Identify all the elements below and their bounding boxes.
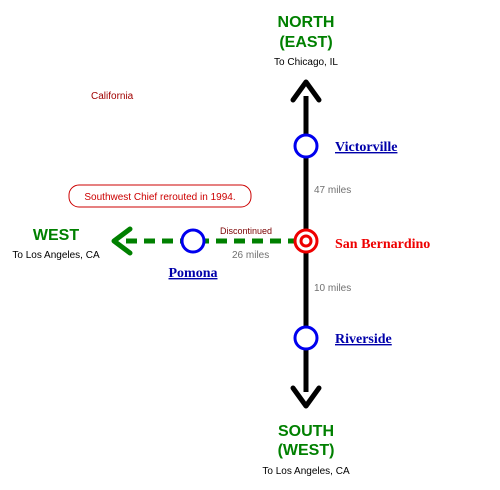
station-label-san-bernardino: San Bernardino	[335, 237, 430, 252]
station-link-riverside[interactable]: Riverside	[335, 332, 392, 347]
distance-san-bernardino-riverside: 10 miles	[314, 283, 351, 294]
west-title: WEST	[33, 227, 79, 244]
north-destination: To Chicago, IL	[274, 57, 338, 68]
riverside-station-icon	[293, 325, 319, 351]
victorville-station-icon	[293, 133, 319, 159]
west-destination: To Los Angeles, CA	[12, 250, 100, 261]
distance-san-bernardino-pomona: 26 miles	[232, 250, 269, 261]
note-box	[68, 184, 252, 208]
south-destination: To Los Angeles, CA	[262, 466, 350, 477]
discontinued-label: Discontinued	[220, 226, 272, 236]
south-subtitle-west: (WEST)	[278, 442, 335, 459]
region-label: California	[91, 91, 134, 102]
pomona-station-icon	[180, 228, 206, 254]
san-bernardino-station-icon	[293, 228, 319, 254]
north-title: NORTH	[278, 14, 335, 31]
distance-victorville-san-bernardino: 47 miles	[314, 185, 351, 196]
reroute-note: Southwest Chief rerouted in 1994.	[84, 192, 235, 203]
station-link-victorville[interactable]: Victorville	[335, 140, 397, 155]
north-subtitle-east: (EAST)	[279, 34, 332, 51]
south-title: SOUTH	[278, 423, 334, 440]
south-arrow-icon	[290, 385, 322, 409]
west-arrow-icon	[111, 226, 133, 256]
north-arrow-icon	[290, 79, 322, 103]
station-link-pomona[interactable]: Pomona	[169, 266, 218, 281]
